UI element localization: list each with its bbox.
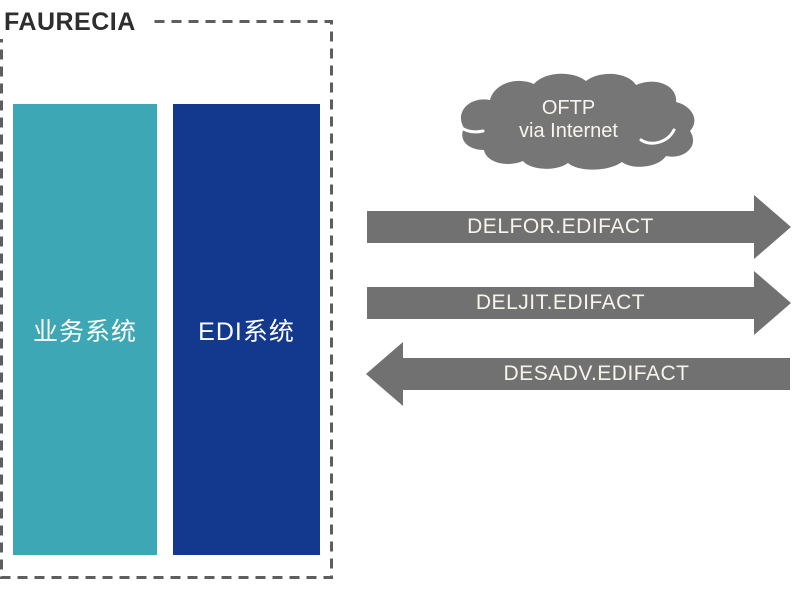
- cloud-shape: [460, 73, 695, 170]
- internet-cloud-icon: [458, 73, 695, 170]
- cloud-notch-left: [458, 125, 485, 134]
- arrow-delfor-shape: [367, 195, 791, 259]
- arrow-delfor: DELFOR.EDIFACT: [367, 195, 791, 259]
- arrow-desadv-label: DESADV.EDIFACT: [503, 362, 690, 385]
- edi-system-label: EDI系统: [198, 317, 295, 346]
- business-system-label: 业务系统: [32, 317, 137, 346]
- brand-logo: FAURECIA: [0, 5, 150, 39]
- edi-system-box: EDI系统: [173, 104, 320, 555]
- arrow-deljit-label: DELJIT.EDIFACT: [475, 291, 646, 314]
- arrow-desadv: DESADV.EDIFACT: [366, 342, 790, 406]
- cloud-via-text: via Internet: [519, 120, 618, 142]
- arrow-desadv-shape: [366, 342, 790, 406]
- arrow-deljit-shape: [367, 271, 791, 335]
- cloud-notch-right: [639, 128, 676, 145]
- arrow-delfor-label: DELFOR.EDIFACT: [467, 215, 654, 238]
- cloud-label: OFTP via Internet: [436, 70, 701, 170]
- cloud-protocol-text: OFTP: [541, 97, 596, 119]
- arrow-deljit: DELJIT.EDIFACT: [367, 271, 791, 335]
- business-system-box: 业务系统: [13, 104, 157, 555]
